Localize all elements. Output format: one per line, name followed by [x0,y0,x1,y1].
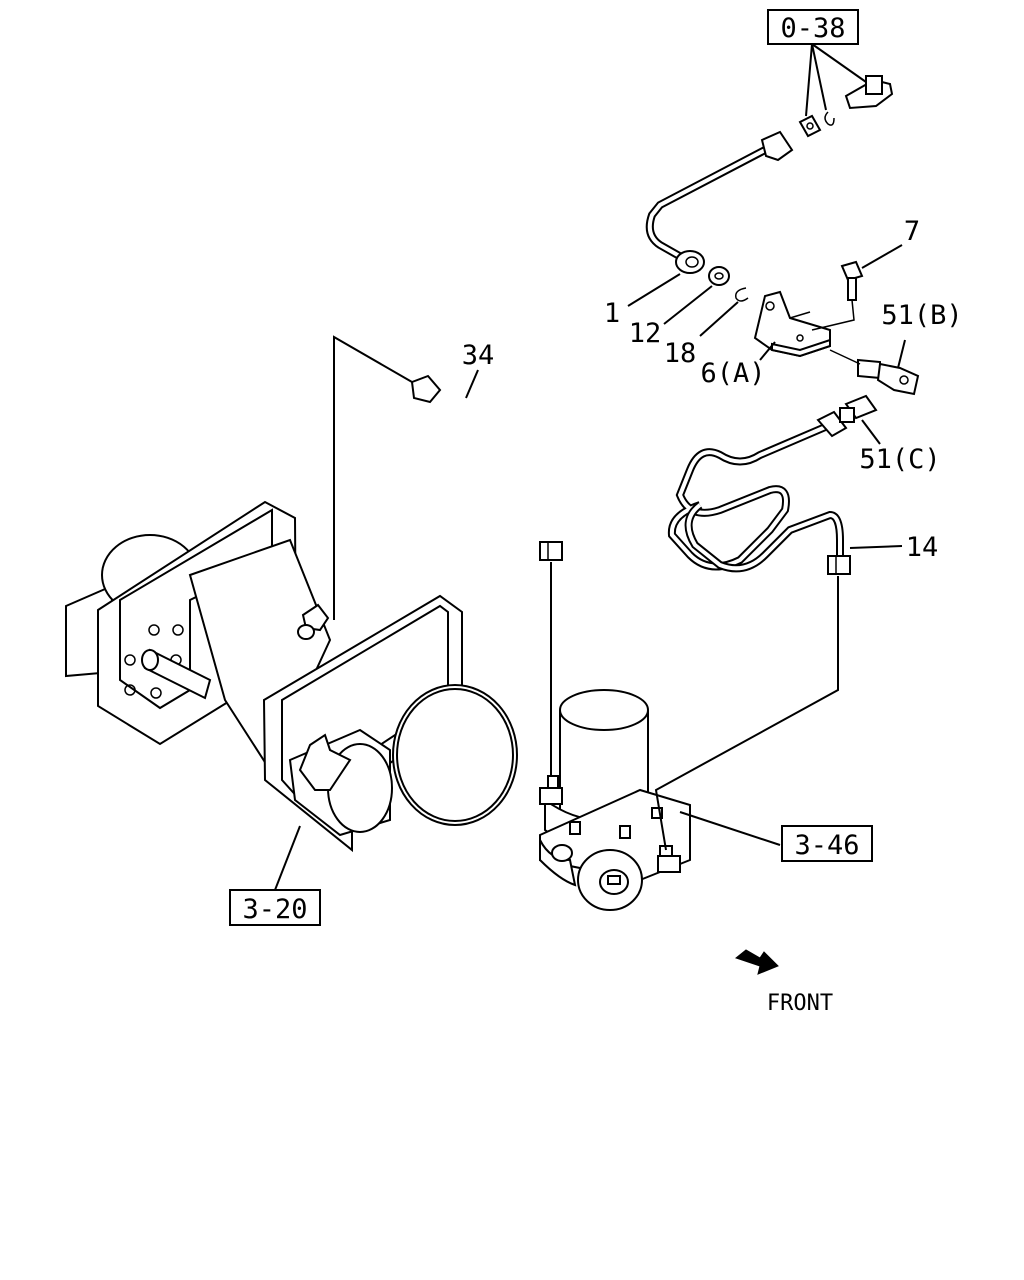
bolt-7 [811,260,864,331]
washer-18 [734,287,749,302]
callout-18: 18 [664,338,697,369]
ref-label-320: 3-20 [242,894,307,925]
leader-lines-038-b [811,43,827,111]
ref-box-038: 0-38 [767,9,859,45]
fitting-51c [839,394,878,423]
fitting-51b [829,349,920,396]
pipe-14 [667,410,851,575]
ref-label-346: 3-46 [794,830,859,861]
callout-1: 1 [604,298,620,329]
front-arrow-icon [734,949,779,975]
leader-lines-038 [805,43,813,117]
leader-line-14-dryer [654,576,839,851]
leader-line-12 [663,285,713,325]
leader-line-34-fitting [333,335,413,620]
callout-51b: 51(B) [881,300,962,331]
callout-14: 14 [906,532,939,563]
pipe-1 [645,130,794,274]
compressor-assembly [65,500,518,853]
leader-line-346 [679,811,781,846]
parts-038 [798,75,894,138]
leader-line-1 [627,273,681,307]
ref-box-346: 3-46 [781,825,873,862]
leader-line-320 [274,825,301,891]
front-label: FRONT [767,991,833,1016]
leader-line-51c [861,419,881,445]
callout-51c: 51(C) [859,444,940,475]
leader-line-18 [699,301,739,337]
pipe-34 [410,374,563,561]
air-dryer-assembly [539,689,691,911]
leader-line-34 [465,369,479,399]
callout-34: 34 [462,340,495,371]
leader-lines-038-c [811,43,867,83]
callout-12: 12 [629,318,662,349]
callout-6a: 6(A) [700,358,765,389]
leader-line-6a [759,341,776,361]
ref-box-320: 3-20 [229,889,321,926]
leader-line-14 [849,545,903,549]
bracket-6a [753,290,831,358]
leader-line-7 [861,244,903,269]
nut-12 [708,266,730,286]
callout-7: 7 [904,216,920,247]
leader-line-51b [897,339,906,369]
ref-label-038: 0-38 [780,13,845,44]
